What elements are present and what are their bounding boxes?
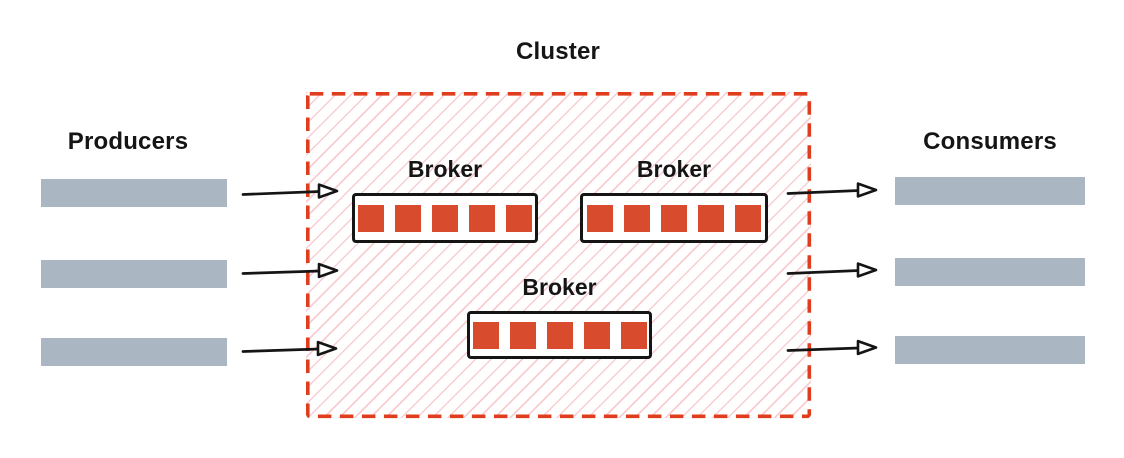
partition-icon <box>358 204 384 232</box>
consumers-label: Consumers <box>923 128 1057 155</box>
broker-label: Broker <box>636 156 712 182</box>
partition-icon <box>624 204 650 232</box>
partition-icon <box>432 204 458 232</box>
partition-icon <box>506 204 532 232</box>
broker-node: Broker <box>352 156 538 243</box>
producer-bar <box>41 338 227 366</box>
partition-icon <box>661 204 687 232</box>
partition-icon <box>620 321 647 349</box>
consumer-bar <box>895 258 1085 286</box>
partition-icon <box>546 321 573 349</box>
partition-icon <box>395 204 421 232</box>
partition-icon <box>735 204 761 232</box>
partition-icon <box>583 321 610 349</box>
broker-node: Broker <box>580 156 768 243</box>
broker-partitions <box>467 311 652 359</box>
cluster-title: Cluster <box>515 38 601 65</box>
partition-icon <box>509 321 536 349</box>
consumer-bar <box>895 336 1085 364</box>
consumer-bar <box>895 177 1085 205</box>
broker-label: Broker <box>522 274 597 300</box>
producer-bar <box>41 179 227 207</box>
cluster-boundary-hatch <box>306 92 811 418</box>
partition-icon <box>472 321 499 349</box>
partition-icon <box>698 204 724 232</box>
broker-partitions <box>580 193 768 243</box>
broker-label: Broker <box>407 156 483 182</box>
broker-node: Broker <box>467 274 652 359</box>
producer-bar <box>41 260 227 288</box>
partition-icon <box>587 204 613 232</box>
broker-partitions <box>352 193 538 243</box>
producers-label: Producers <box>67 128 189 155</box>
partition-icon <box>469 204 495 232</box>
